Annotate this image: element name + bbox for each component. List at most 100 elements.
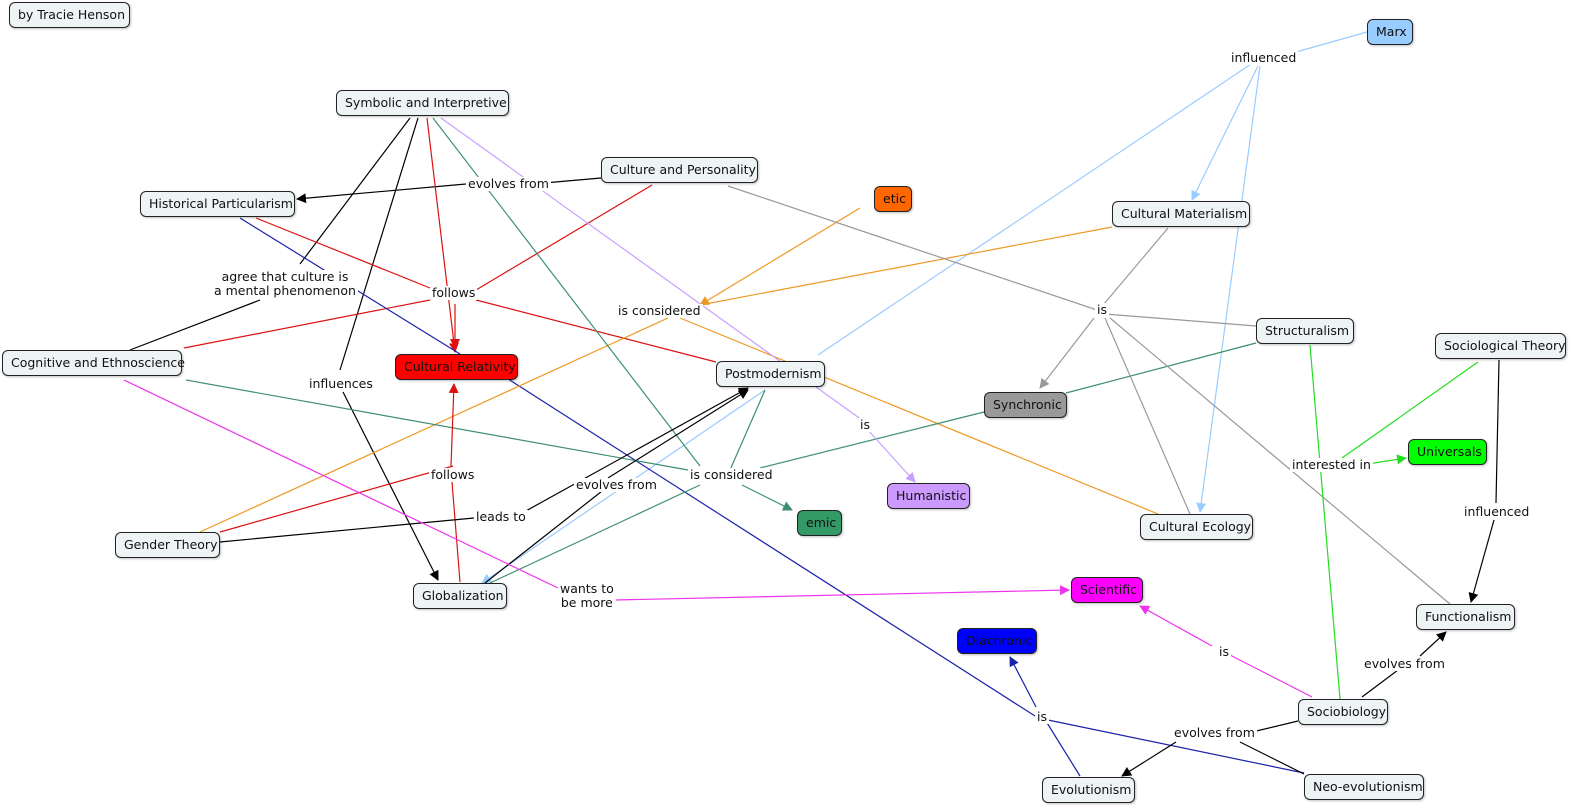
connector-arrow [448, 383, 459, 467]
node-scientific[interactable]: Scientific [1071, 577, 1143, 603]
connector-arrow [1009, 656, 1037, 708]
node-marx[interactable]: Marx [1367, 19, 1413, 45]
connector-line [1104, 313, 1257, 327]
connector-line [129, 299, 261, 351]
author-credit: by Tracie Henson [9, 2, 130, 28]
node-functionalism[interactable]: Functionalism [1416, 604, 1515, 630]
node-sociological-theory[interactable]: Sociological Theory [1435, 333, 1566, 359]
link-label-is: is [1035, 709, 1049, 724]
connector-arrow [699, 207, 861, 306]
node-cultural-ecology[interactable]: Cultural Ecology [1140, 514, 1253, 540]
node-universals[interactable]: Universals [1408, 439, 1487, 465]
connector-line [219, 517, 475, 543]
connector-arrow [1121, 741, 1177, 777]
link-label-is: is [858, 417, 872, 432]
connector-arrow [426, 117, 459, 353]
node-symbolic-and-interpretive[interactable]: Symbolic and Interpretive [336, 90, 509, 116]
connector-arrow [867, 429, 916, 483]
link-label-is: is [1217, 644, 1231, 659]
connector-line [1295, 31, 1368, 53]
connector-arrow [607, 389, 749, 479]
connector-arrow [1468, 519, 1495, 603]
connector-line [1361, 669, 1399, 698]
connector-line [504, 376, 1036, 717]
connector-line [1309, 344, 1341, 700]
node-emic[interactable]: emic [797, 510, 842, 536]
connector-line [759, 411, 985, 469]
connector-line [299, 117, 411, 265]
connector-line [699, 226, 1113, 306]
node-culture-and-personality[interactable]: Culture and Personality [601, 157, 758, 183]
link-label-leads-to: leads to [474, 509, 528, 524]
connector-line [183, 299, 431, 349]
connector-line [1495, 359, 1500, 504]
link-label-evolves-from: evolves from [1172, 725, 1257, 740]
connector-line [1043, 717, 1081, 777]
link-label-is-considered: is considered [616, 303, 703, 318]
connector-arrow [523, 387, 749, 513]
node-etic[interactable]: etic [874, 186, 912, 212]
node-postmodernism[interactable]: Postmodernism [716, 361, 825, 387]
link-label-evolves-from: evolves from [574, 477, 659, 492]
node-diachronic[interactable]: Diachronic [957, 628, 1037, 654]
connector-line [817, 61, 1255, 356]
link-label-influenced: influenced [1462, 504, 1532, 519]
connector-line [219, 465, 454, 533]
link-label-follows: follows [430, 285, 478, 300]
connector-line [1251, 720, 1299, 733]
connector-line [729, 389, 766, 471]
connector-line [1103, 227, 1169, 305]
node-synchronic[interactable]: Synchronic [984, 392, 1067, 418]
node-gender-theory[interactable]: Gender Theory [115, 532, 220, 558]
connector-line [484, 483, 612, 584]
connector-line [255, 217, 431, 289]
connector-line [451, 481, 461, 583]
node-structuralism[interactable]: Structuralism [1256, 318, 1354, 344]
connector-arrow [1039, 317, 1095, 389]
connector-line [1239, 741, 1305, 775]
connector-line [185, 379, 689, 471]
connector-arrow [1196, 65, 1261, 513]
connector-line [1104, 317, 1191, 515]
node-cultural-materialism[interactable]: Cultural Materialism [1112, 201, 1250, 227]
node-globalization[interactable]: Globalization [413, 583, 507, 609]
connector-arrow [741, 484, 793, 511]
node-humanistic[interactable]: Humanistic [887, 483, 970, 509]
link-label-influences: influences [307, 376, 375, 391]
link-label-influenced: influenced [1229, 50, 1299, 65]
connector-arrow [296, 183, 467, 204]
connector-line [489, 484, 701, 584]
link-label-agree-mental-phenomenon: agree that culture is a mental phenomeno… [212, 269, 358, 298]
link-label-is-considered: is considered [688, 467, 775, 482]
connector-line [1109, 317, 1451, 605]
node-historical-particularism[interactable]: Historical Particularism [140, 191, 295, 217]
connector-arrow [1367, 454, 1407, 465]
connector-arrow [342, 391, 439, 581]
connector-line [1341, 361, 1479, 459]
link-label-evolves-from: evolves from [1362, 656, 1447, 671]
link-label-is: is [1095, 302, 1109, 317]
connector-line [123, 379, 559, 589]
link-label-follows: follows [429, 467, 477, 482]
link-label-evolves-from: evolves from [466, 176, 551, 191]
node-neo-evolutionism[interactable]: Neo-evolutionism [1304, 774, 1424, 800]
connector-line [1229, 654, 1313, 698]
connector-line [727, 185, 1098, 311]
connector-line [679, 317, 1159, 515]
link-label-wants-to-be-more: wants to be more [558, 581, 616, 610]
connector-line [543, 177, 602, 184]
connector-arrow [1139, 605, 1213, 647]
connector-arrow [1191, 65, 1259, 201]
node-cultural-relativity[interactable]: Cultural Relativity [395, 354, 518, 380]
connector-line [1047, 719, 1305, 774]
node-evolutionism[interactable]: Evolutionism [1042, 777, 1135, 803]
connector-line [339, 117, 419, 371]
connector-arrow [613, 585, 1070, 601]
node-cognitive-and-ethnoscience[interactable]: Cognitive and Ethnoscience [2, 350, 185, 376]
connector-line [1065, 342, 1257, 394]
connector-arrow [1419, 631, 1447, 657]
node-sociobiology[interactable]: Sociobiology [1298, 699, 1388, 725]
link-label-interested-in: interested in [1290, 457, 1373, 472]
